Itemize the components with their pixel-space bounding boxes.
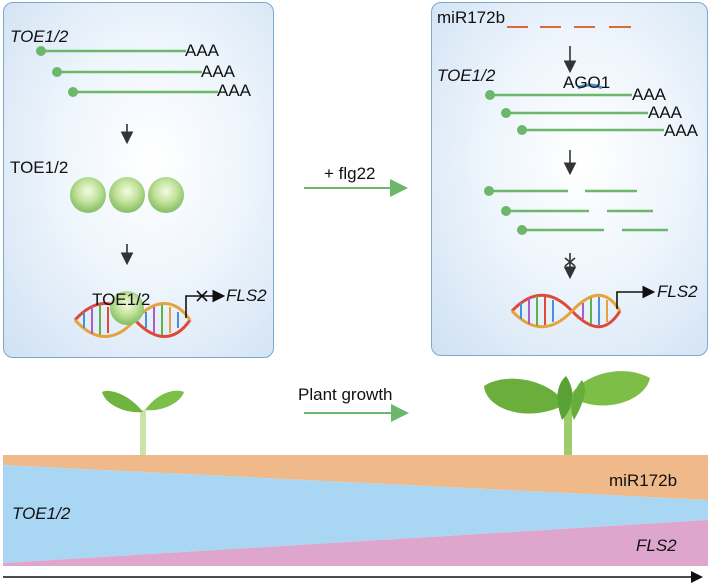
plant-growth-label: Plant growth <box>298 385 393 404</box>
block-cross-icon <box>564 257 576 267</box>
polya-tail: AAA <box>632 85 667 104</box>
toe-band <box>3 465 708 563</box>
seedling-icon <box>102 390 184 456</box>
polya-tail: AAA <box>648 103 683 122</box>
left-gene-label: TOE1/2 <box>10 27 69 46</box>
mirna-label: miR172b <box>437 8 506 27</box>
mir-band <box>3 455 708 500</box>
ago1-icon <box>577 83 603 90</box>
repression-cross-icon <box>196 290 208 302</box>
left-target-gene: FLS2 <box>226 286 267 305</box>
right-target-gene: FLS2 <box>657 282 698 301</box>
toe-band-label: TOE1/2 <box>12 504 71 523</box>
promoter-arrow <box>616 285 656 309</box>
dna-helix-icon <box>510 293 622 329</box>
fls-band <box>3 520 708 566</box>
bound-toe-protein <box>110 291 144 325</box>
right-mrna-group <box>485 90 664 135</box>
ago1-label: AGO1 <box>563 73 611 92</box>
mir-band-label: miR172b <box>609 471 678 490</box>
polya-tail: AAA <box>664 121 699 140</box>
left-mrna-group <box>36 46 218 97</box>
polya-tail: AAA <box>201 62 236 81</box>
polya-tail: AAA <box>217 81 252 100</box>
mature-plant-icon <box>484 371 650 458</box>
fls-band-label: FLS2 <box>636 536 677 555</box>
polya-tail: AAA <box>185 41 220 60</box>
toe-protein-group <box>70 177 184 213</box>
right-gene-label: TOE1/2 <box>437 66 496 85</box>
dna-bound-label: TOE1/2 <box>92 290 151 309</box>
cleaved-mrna-group <box>484 186 668 235</box>
toe-protein-label: TOE1/2 <box>10 158 69 177</box>
promoter-arrow <box>185 289 226 318</box>
flg22-label: + flg22 <box>324 164 376 183</box>
